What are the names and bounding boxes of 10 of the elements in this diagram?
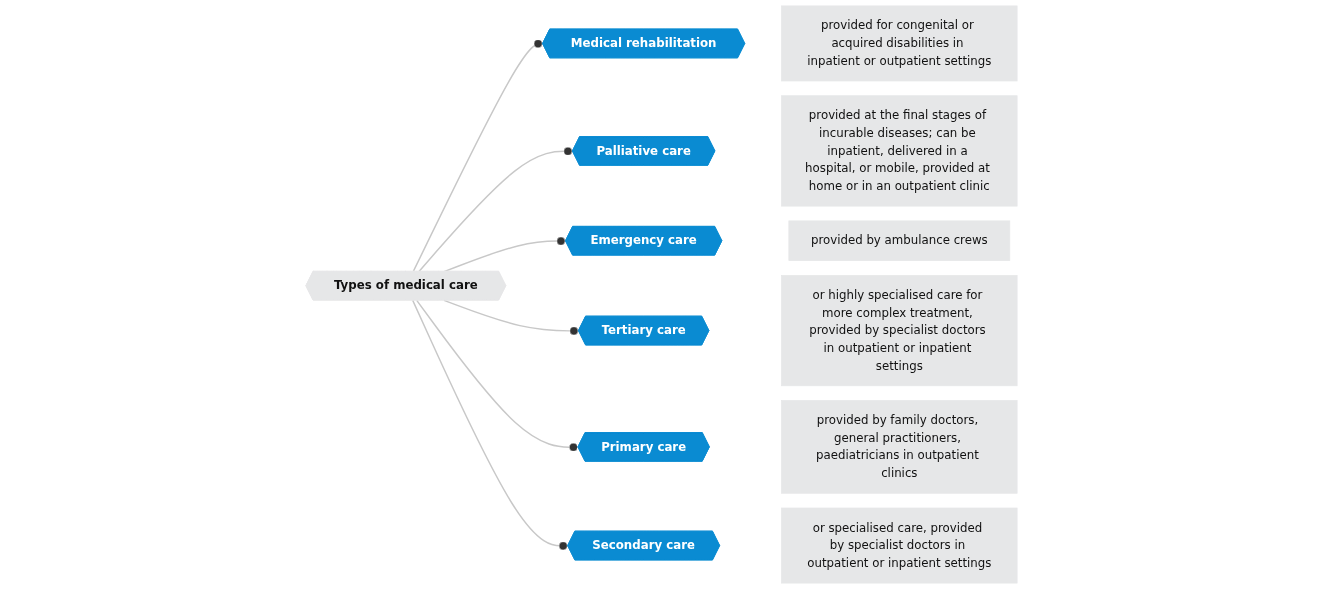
- node-box: or specialised care, provided by specialist doctors in outpatient or inpatient settings: [781, 507, 1018, 584]
- node-box: provided for congenital or acquired disabilities in inpatient or outpatient settings: [781, 5, 1018, 82]
- node-box: provided by ambulance crews: [788, 220, 1011, 261]
- connector: [416, 299, 580, 452]
- node-box: provided by family doctors, general practitioners, paediatricians in outpatient clinics: [781, 400, 1018, 494]
- node-box: or highly specialised care for more complex treatment, provided by specialist doctors in outpatient or inpatient settings: [781, 275, 1018, 387]
- node-box: provided at the final stages of incurable diseases; can be inpatient, delivered in a hospital, or mobile, provided at home or in an outpatient clinic: [781, 95, 1018, 207]
- connector: [412, 39, 545, 273]
- connector: [412, 299, 570, 551]
- connector: [418, 146, 574, 273]
